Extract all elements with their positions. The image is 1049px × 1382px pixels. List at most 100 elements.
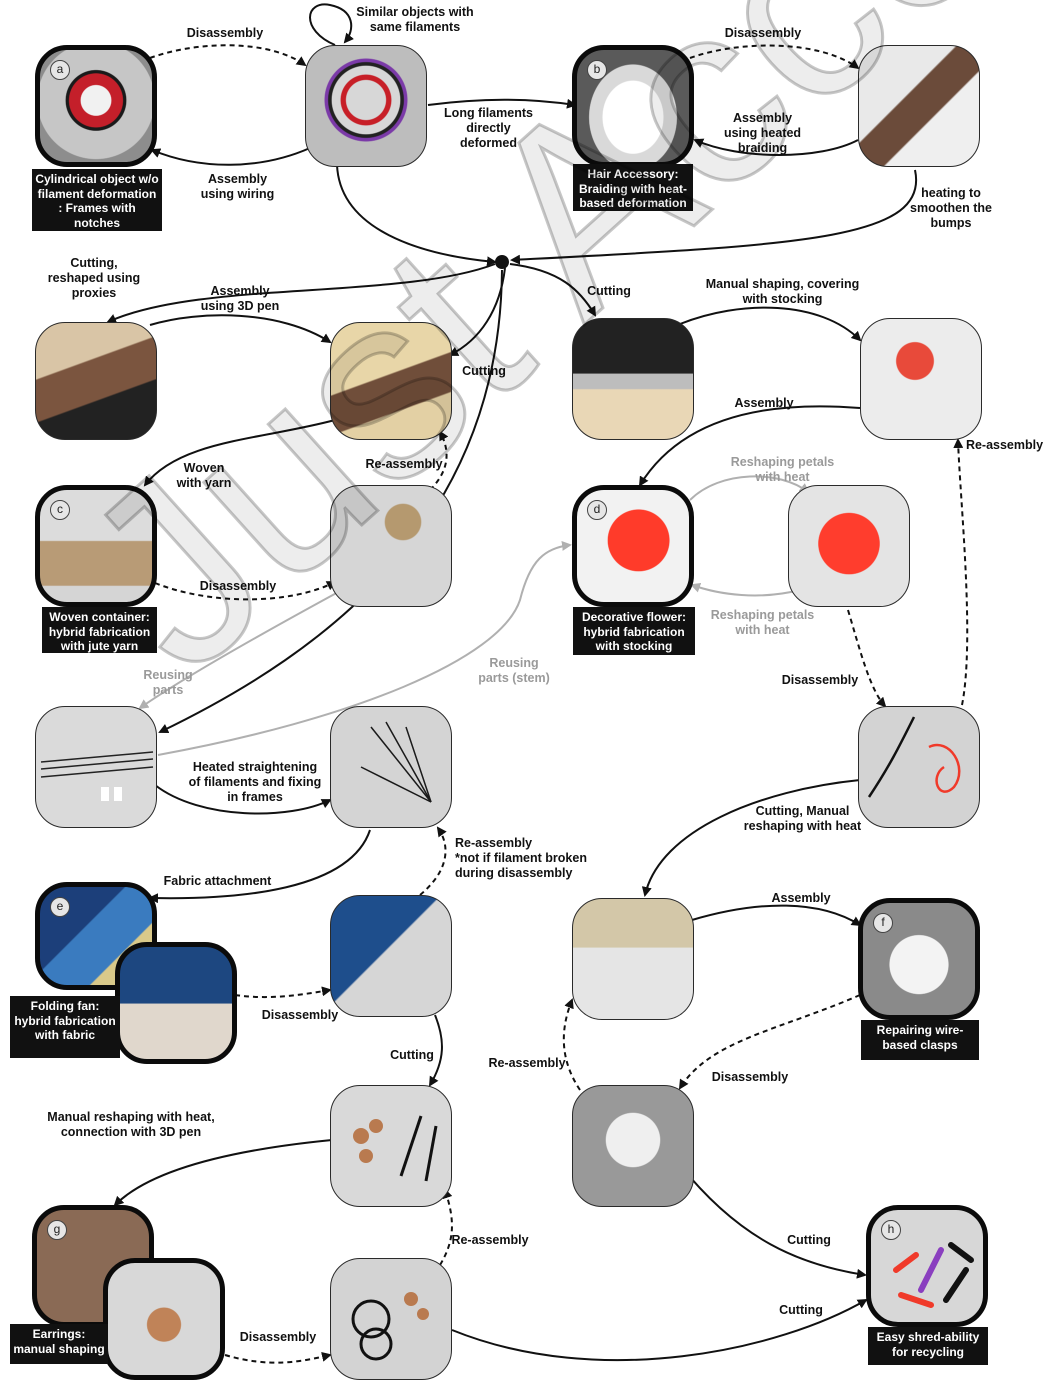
arrow-reassembly-f [562, 998, 581, 1091]
label-manual-reshaping: Manual reshaping with heat, connection w… [47, 1110, 215, 1139]
arrow-disassembly-c [154, 581, 337, 601]
label-reassembly-f: Re-assembly [488, 1056, 566, 1070]
label-disassembly-f: Disassembly [711, 1070, 789, 1084]
arrow-assembly-wiring [150, 147, 311, 166]
photo-e-fan-open [115, 942, 237, 1064]
arrow-cutting-proxies [106, 263, 496, 324]
label-assembly-wiring: Assembly using wiring [200, 172, 275, 201]
label-disassembly-b: Disassembly [724, 26, 802, 40]
hub-node [495, 255, 509, 269]
label-reassembly-c: Re-assembly [365, 457, 443, 471]
earring-parts-drawing [353, 1115, 438, 1182]
label-reshaping-2: Reshaping petals with heat [710, 608, 815, 637]
arrow-disassembly-b [689, 44, 860, 70]
arrow-to-hub [336, 164, 497, 267]
arrow-hub-cutting-1 [448, 267, 506, 356]
arrow-reassembly-g [439, 1188, 453, 1266]
caption-f: Repairing wire- based clasps [861, 1020, 979, 1060]
arrow-long-filaments [427, 98, 577, 109]
label-reshaping-1: Reshaping petals with heat [730, 455, 835, 484]
badge-g: g [47, 1220, 67, 1240]
label-cutting-2: Cutting [587, 284, 631, 298]
photo-stocking-shaping [860, 318, 982, 440]
label-assembly-3dpen: Assembly using 3D pen [200, 284, 280, 313]
arrow-heating [510, 169, 918, 265]
label-woven-yarn: Woven with yarn [176, 461, 232, 490]
photo-filament-pieces [35, 706, 157, 828]
label-manual-stocking: Manual shaping, covering with stocking [705, 277, 860, 306]
caption-c: Woven container: hybrid fabrication with… [42, 607, 157, 653]
arrow-reshaping-1 [689, 475, 810, 501]
photo-filaments-frames [305, 45, 427, 167]
photo-h-shredded: h [866, 1205, 988, 1327]
photo-earring-disassembled [330, 1258, 452, 1380]
arrow-fabric-attachment [148, 829, 371, 904]
caption-d: Decorative flower: hybrid fabrication wi… [573, 607, 695, 655]
label-cutting-3: Cutting [390, 1048, 434, 1062]
badge-f: f [873, 913, 893, 933]
caption-g: Earrings: manual shaping [10, 1324, 108, 1364]
arrow-assembly-braiding [693, 138, 859, 156]
arrow-cutting-manual [641, 779, 861, 897]
arrow-assembly-f [691, 904, 862, 927]
photo-b-hair-accessory: b [572, 45, 694, 167]
label-cutting-5: Cutting [779, 1303, 823, 1317]
caption-a: Cylindrical object w/o filament deformat… [32, 169, 162, 231]
arrow-self-loop [309, 3, 354, 46]
photo-broken-jar [572, 1085, 694, 1207]
arrow-manual-stocking [679, 306, 862, 342]
badge-c: c [50, 500, 70, 520]
arrow-heated-straightening [154, 784, 332, 815]
arrow-reshaping-2 [690, 582, 801, 597]
caption-e: Folding fan: hybrid fabrication with fab… [10, 996, 120, 1058]
label-cutting-1: Cutting [462, 364, 506, 378]
arrow-disassembly-g [224, 1351, 332, 1364]
label-reassembly-e: Re-assembly *not if filament broken duri… [455, 836, 587, 880]
photo-heat-gun-cutting [572, 318, 694, 440]
arrow-reassembly-e [419, 826, 447, 896]
shredded-pieces-drawing [893, 1242, 974, 1308]
badge-d: d [587, 500, 607, 520]
label-heating-bumps: heating to smoothen the bumps [910, 186, 992, 230]
arrow-cutting-3 [428, 1014, 443, 1087]
label-similar-objects: Similar objects with same filaments [356, 5, 474, 34]
badge-b: b [587, 60, 607, 80]
label-reassembly-d: Re-assembly [965, 438, 1044, 452]
arrow-reusing-parts [138, 589, 343, 710]
label-reusing-parts: Reusing parts [143, 668, 193, 697]
label-disassembly-e: Disassembly [261, 1008, 339, 1022]
arrow-reusing-stem [157, 540, 572, 756]
arrow-assembly-3dpen [149, 314, 332, 344]
label-disassembly-d: Disassembly [781, 673, 859, 687]
photo-3d-pen-assembly [330, 322, 452, 440]
badge-a: a [50, 60, 70, 80]
photo-a-cylindrical-object: a [35, 45, 157, 167]
photo-straightened-filaments [330, 706, 452, 828]
label-long-filaments: Long filaments directly deformed [444, 106, 533, 150]
photo-earring-parts [330, 1085, 452, 1207]
label-reassembly-g: Re-assembly [451, 1233, 529, 1247]
photo-c-woven-container: c [35, 485, 157, 607]
arrow-disassembly-d [847, 609, 887, 708]
arrow-cutting-4 [679, 1164, 867, 1279]
label-cutting-4: Cutting [787, 1233, 831, 1247]
arrow-cutting-5 [451, 1298, 868, 1362]
label-assembly-f: Assembly [771, 891, 831, 905]
arrow-manual-reshaping [113, 1139, 333, 1207]
arrow-disassembly-f [678, 994, 861, 1090]
label-assembly-braiding: Assembly using heated braiding [723, 111, 802, 155]
arrow-reassembly-d [953, 438, 969, 706]
straightened-strands [360, 721, 432, 803]
label-assembly-d: Assembly [734, 396, 794, 410]
earring-disassembled-drawing [351, 1292, 429, 1361]
label-cutting-proxies: Cutting, reshaped using proxies [47, 256, 141, 300]
photo-jar-heat-gun [572, 898, 694, 1020]
arrow-assembly-d [638, 405, 861, 487]
photo-braiding-hands [858, 45, 980, 167]
label-disassembly-g: Disassembly [239, 1330, 317, 1344]
label-heated-straightening: Heated straightening of filaments and fi… [188, 760, 322, 804]
arrow-disassembly-a [149, 44, 307, 67]
badge-e: e [50, 897, 70, 917]
label-fabric-attachment: Fabric attachment [163, 874, 272, 888]
arrow-woven-yarn [143, 419, 336, 487]
